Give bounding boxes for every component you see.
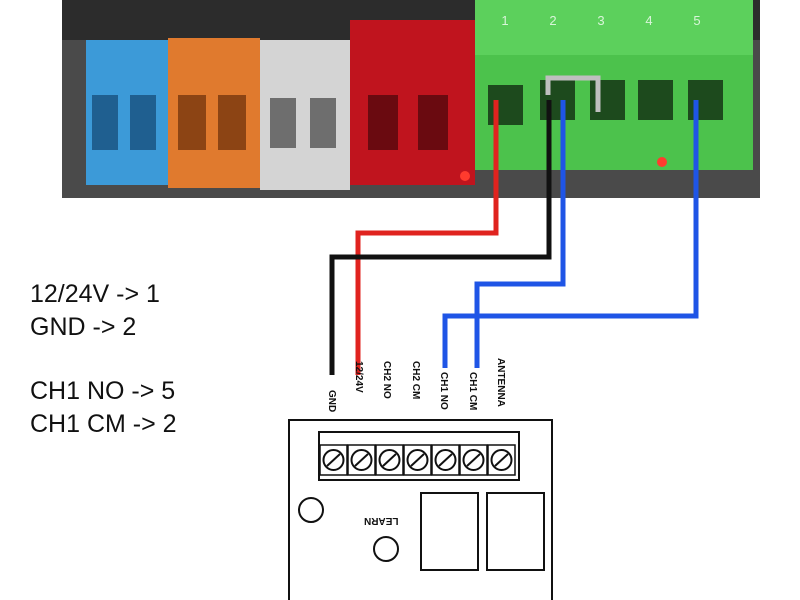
terminal-label-ch1-cm: CH1 CM xyxy=(467,372,478,410)
screw-terminal xyxy=(403,444,432,476)
ch1-no-wire xyxy=(442,100,699,368)
terminal-label-ch2-cm: CH2 CM xyxy=(410,361,421,399)
terminal-block-photo: 1 2 3 4 5 xyxy=(62,0,760,198)
terminal-label-12-24v: 12/24V xyxy=(353,361,364,393)
screw-terminal xyxy=(319,444,348,476)
screw-terminal xyxy=(431,444,460,476)
wiring-notes: 12/24V -> 1 GND -> 2 CH1 NO -> 5 CH1 CM … xyxy=(30,278,177,441)
header-terminal-number: 2 xyxy=(549,13,556,28)
relay-ch1 xyxy=(486,492,545,571)
header-terminal-number: 5 xyxy=(693,13,700,28)
ch1-cm-wire xyxy=(474,100,566,368)
terminal-label-antenna: ANTENNA xyxy=(495,358,506,407)
led-indicator xyxy=(298,497,324,523)
terminal-label-gnd: GND xyxy=(326,390,337,412)
orange-terminal-block xyxy=(168,38,260,188)
red-terminal-block xyxy=(350,20,475,185)
power-wire xyxy=(355,100,499,375)
header-terminal-number: 3 xyxy=(597,13,604,28)
learn-label: LEARN xyxy=(364,515,398,526)
wires xyxy=(329,100,699,375)
terminal-label-ch1-no: CH1 NO xyxy=(438,372,449,410)
blue-terminal-block xyxy=(86,40,168,185)
note-ch1-no: CH1 NO -> 5 xyxy=(30,377,176,405)
white-terminal-block xyxy=(260,40,350,190)
note-ground: GND -> 2 xyxy=(30,313,137,341)
relay-ch2 xyxy=(420,492,479,571)
note-power: 12/24V -> 1 xyxy=(30,280,160,308)
header-terminal-number: 4 xyxy=(645,13,652,28)
screw-terminals xyxy=(319,444,516,476)
terminal-labels: GND 12/24V CH2 NO CH2 CM CH1 NO CH1 CM A… xyxy=(326,358,506,412)
screw-terminal xyxy=(375,444,404,476)
screw-terminal xyxy=(459,444,488,476)
learn-button[interactable] xyxy=(373,536,399,562)
terminal-label-ch2-no: CH2 NO xyxy=(381,361,392,399)
header-terminal-number: 1 xyxy=(501,13,508,28)
ground-wire xyxy=(329,100,552,375)
screw-terminal xyxy=(487,444,516,476)
green-terminal-block: 1 2 3 4 5 xyxy=(475,0,753,170)
note-ch1-cm: CH1 CM -> 2 xyxy=(30,410,177,438)
receiver-board: LEARN xyxy=(288,419,553,600)
screw-terminal xyxy=(347,444,376,476)
